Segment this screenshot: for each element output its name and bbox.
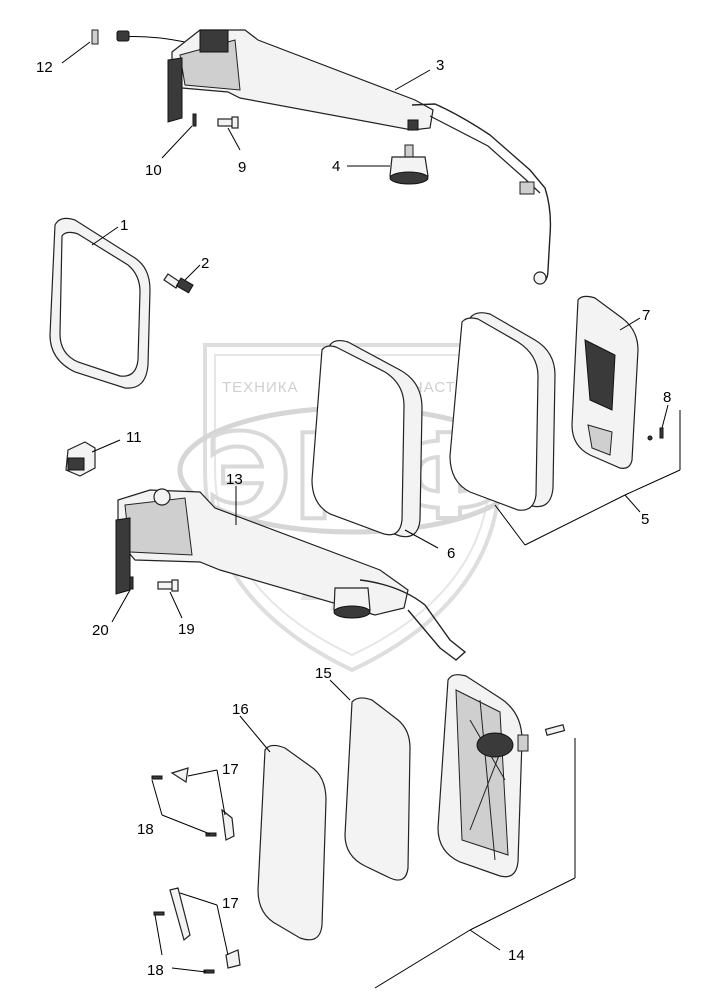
leader-lines bbox=[61, 41, 681, 989]
callout-6: 6 bbox=[447, 545, 455, 562]
callout-8: 8 bbox=[663, 389, 671, 406]
part-19-bolt bbox=[157, 579, 179, 592]
callout-17-upper: 17 bbox=[222, 761, 239, 778]
callout-19: 19 bbox=[178, 621, 195, 638]
callout-7: 7 bbox=[642, 307, 650, 324]
part-11-clip bbox=[65, 441, 96, 477]
part-20-pin bbox=[129, 576, 134, 590]
callout-11: 11 bbox=[126, 429, 142, 446]
callout-4: 4 bbox=[332, 158, 340, 175]
callout-10: 10 bbox=[145, 162, 162, 179]
callout-3: 3 bbox=[436, 57, 444, 74]
clip-set-lower bbox=[153, 887, 241, 974]
clip-set-upper bbox=[151, 767, 235, 841]
part-9-bolt bbox=[217, 116, 239, 129]
callout-17-lower: 17 bbox=[222, 895, 239, 912]
callout-18-upper: 18 bbox=[137, 821, 154, 838]
part-10-pin bbox=[192, 113, 197, 127]
part-15-mirror-glass bbox=[344, 697, 411, 881]
part-7-back-cover bbox=[571, 295, 639, 469]
part-14-mirror-housing bbox=[437, 674, 566, 878]
part-8-screws bbox=[647, 427, 664, 441]
callout-labels: 12 3 4 10 9 1 2 11 13 6 5 7 8 20 19 15 1… bbox=[36, 57, 671, 979]
callout-16: 16 bbox=[232, 701, 249, 718]
callout-20: 20 bbox=[92, 622, 109, 639]
watermark-text-left: ТЕХНИКА bbox=[222, 379, 299, 396]
callout-9: 9 bbox=[238, 159, 246, 176]
part-16-mirror-glass bbox=[257, 744, 327, 941]
callout-2: 2 bbox=[201, 255, 209, 272]
part-13-lower-arm bbox=[115, 488, 467, 661]
part-1-mirror-frame bbox=[49, 217, 151, 389]
callout-18-lower: 18 bbox=[147, 962, 164, 979]
part-4-knob bbox=[389, 144, 429, 185]
part-2-bolt bbox=[163, 273, 194, 294]
part-6-mirror-housing bbox=[311, 339, 423, 538]
callout-12: 12 bbox=[36, 59, 53, 76]
part-5-mirror-housing bbox=[449, 312, 556, 511]
callout-13: 13 bbox=[226, 471, 243, 488]
callout-15: 15 bbox=[315, 665, 332, 682]
callout-5: 5 bbox=[641, 511, 649, 528]
part-12-sleeve bbox=[91, 29, 99, 45]
callout-1: 1 bbox=[120, 217, 128, 234]
callout-14: 14 bbox=[508, 947, 525, 964]
part-3-upper-arm bbox=[116, 29, 552, 285]
